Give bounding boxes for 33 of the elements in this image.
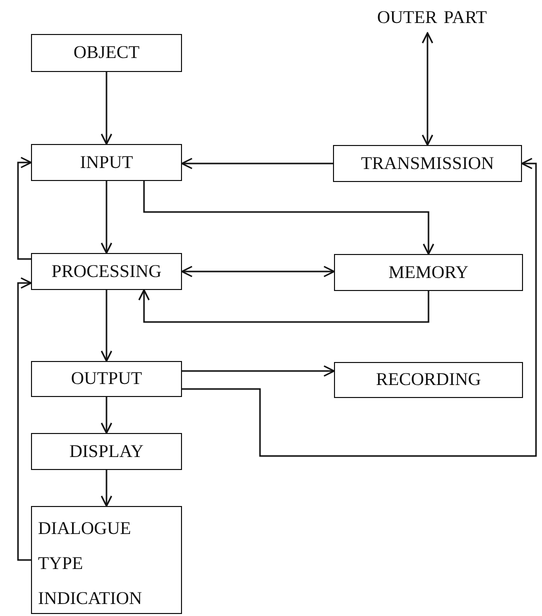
arrow <box>17 277 32 561</box>
box-label: RECORDING <box>376 370 481 390</box>
arrow <box>182 158 537 457</box>
arrow <box>100 290 112 362</box>
arrow <box>100 470 112 507</box>
box-label: OUTPUT <box>71 369 142 389</box>
process-box <box>31 144 182 181</box>
arrow <box>422 32 434 146</box>
box-label: PROCESSING <box>51 262 162 282</box>
box-label: INPUT <box>80 152 133 172</box>
process-box <box>334 362 523 398</box>
box-label: TRANSMISSION <box>360 154 494 174</box>
box-label: OBJECT <box>73 43 140 63</box>
process-box <box>31 361 182 397</box>
arrow <box>100 397 112 434</box>
process-box <box>31 506 182 614</box>
process-box <box>333 145 522 182</box>
process-box <box>31 34 182 72</box>
arrow <box>100 181 112 254</box>
box-label: OUTER PART <box>377 8 487 28</box>
process-box <box>334 254 523 291</box>
process-box <box>31 433 182 470</box>
arrow <box>138 289 430 323</box>
process-box <box>31 253 182 290</box>
box-label: DISPLAY <box>69 442 144 462</box>
arrow <box>17 156 32 260</box>
arrow <box>181 266 335 278</box>
arrow <box>100 72 112 145</box>
arrow <box>182 365 335 377</box>
arrow <box>143 181 434 255</box>
box-label: DIALOGUE TYPE INDICATION <box>38 517 143 610</box>
arrow <box>181 158 333 170</box>
box-label: MEMORY <box>388 262 468 282</box>
